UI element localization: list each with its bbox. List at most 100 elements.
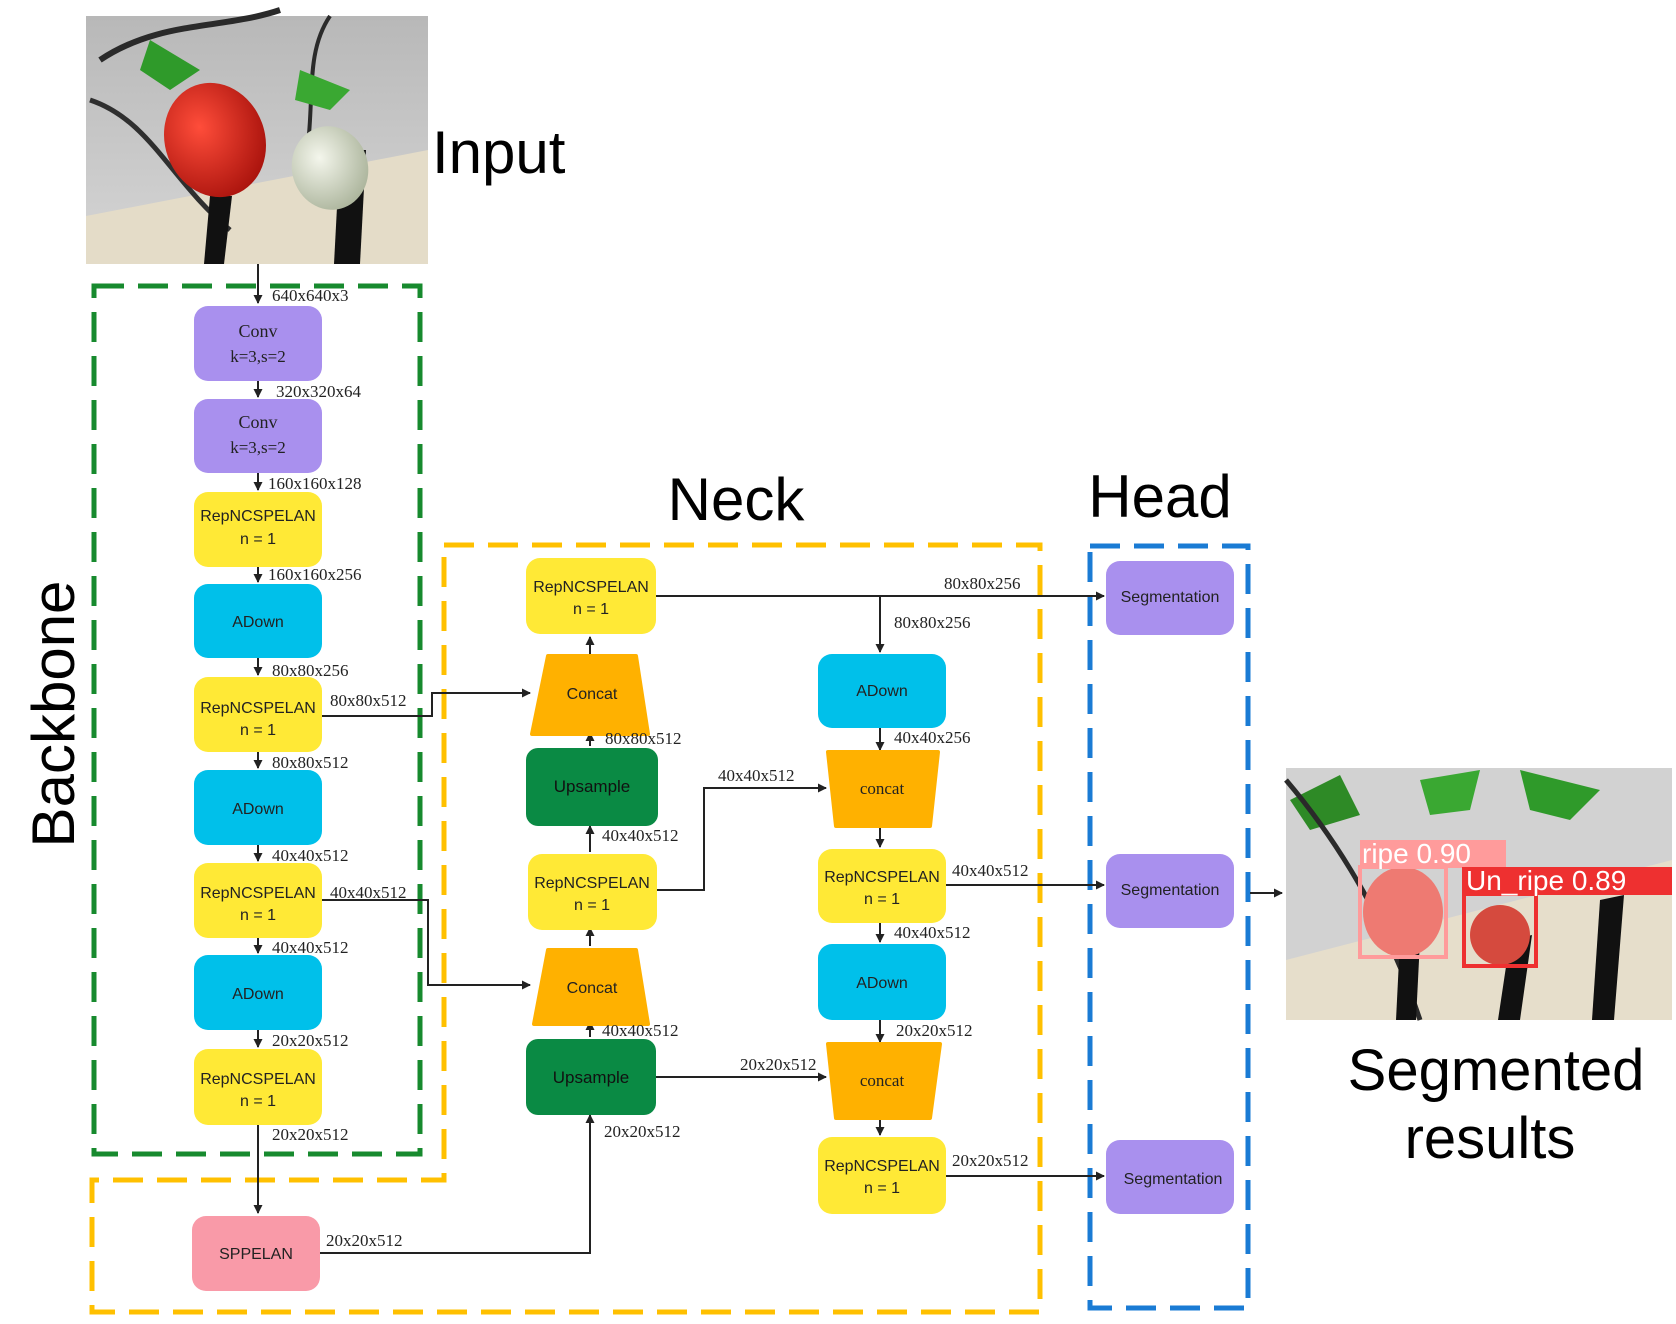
neck-title: Neck [668, 466, 806, 533]
segmented-title-line2: results [1405, 1106, 1576, 1171]
repncspelan-block-2-n: n = 1 [240, 722, 276, 739]
detection-label-unripe: Un_ripe 0.89 [1466, 865, 1626, 896]
repncspelan-block-4-label: RepNCSPELAN [200, 1071, 316, 1088]
input-title: Input [432, 119, 566, 186]
segmentation-block-3-label: Segmentation [1124, 1171, 1223, 1188]
segmented-result-image: ripe 0.90 Un_ripe 0.89 [1284, 768, 1672, 1021]
segmentation-block-1: Segmentation [1106, 561, 1234, 635]
dim-label-neck-rep-mid-out: 40x40x512 [602, 826, 679, 845]
head-border [1087, 543, 1251, 1311]
repncspelan-block-4: RepNCSPELAN n = 1 [194, 1049, 322, 1125]
dim-label-adown3-out: 20x20x512 [272, 1031, 349, 1050]
repncspelan-block-1-label: RepNCSPELAN [200, 508, 316, 525]
dim-label-rep4-out: 20x20x512 [272, 1125, 349, 1144]
input-image [86, 7, 428, 264]
neck-repncspelan-a-n: n = 1 [864, 891, 900, 908]
dim-label-spp-out: 20x20x512 [326, 1231, 403, 1250]
repncspelan-block-1: RepNCSPELAN n = 1 [194, 492, 322, 567]
dim-label-input: 640x640x3 [272, 286, 349, 305]
dim-label-neck-rep-a-down: 40x40x512 [894, 923, 971, 942]
dim-label-neck-adown-a-out: 40x40x256 [894, 728, 971, 747]
segmentation-block-3: Segmentation [1106, 1140, 1234, 1214]
adown-block-1: ADown [194, 584, 322, 658]
dim-label-neck-upsample-top-out: 80x80x512 [605, 729, 682, 748]
neck-upsample-bottom: Upsample [526, 1039, 656, 1115]
sppelan-block: SPPELAN [192, 1216, 320, 1291]
neck-adown-a-label: ADown [856, 683, 908, 700]
head-title: Head [1088, 463, 1231, 530]
neck-concat-a-label: concat [860, 779, 905, 798]
sppelan-block-label: SPPELAN [219, 1246, 293, 1263]
dim-label-rep3-down: 40x40x512 [272, 938, 349, 957]
dim-label-neck-upsample-bottom-side: 20x20x512 [740, 1055, 817, 1074]
dim-label-rep3-side: 40x40x512 [330, 883, 407, 902]
dim-label-neck-spp-in: 20x20x512 [604, 1122, 681, 1141]
neck-adown-b: ADown [818, 944, 946, 1020]
neck-repncspelan-top: RepNCSPELAN n = 1 [526, 558, 656, 634]
conv-block-1-params: k=3,s=2 [230, 347, 286, 366]
neck-repncspelan-top-n: n = 1 [573, 601, 609, 618]
repncspelan-block-2: RepNCSPELAN n = 1 [194, 677, 322, 752]
segmentation-block-2-label: Segmentation [1121, 882, 1220, 899]
adown-block-3-label: ADown [232, 986, 284, 1003]
neck-repncspelan-b-label: RepNCSPELAN [824, 1158, 940, 1175]
adown-block-2-label: ADown [232, 801, 284, 818]
dim-label-neck-upsample-bottom-out: 40x40x512 [602, 1021, 679, 1040]
neck-concat-b-label: concat [860, 1071, 905, 1090]
conv-block-2-label: Conv [238, 412, 277, 432]
connectors [253, 264, 1283, 1254]
backbone-title: Backbone [20, 581, 87, 848]
neck-upsample-top-label: Upsample [554, 777, 631, 796]
repncspelan-block-3-label: RepNCSPELAN [200, 885, 316, 902]
neck-repncspelan-mid-n: n = 1 [574, 897, 610, 914]
neck-concat-top-label: Concat [567, 686, 618, 703]
repncspelan-block-4-n: n = 1 [240, 1093, 276, 1110]
neck-repncspelan-top-label: RepNCSPELAN [533, 579, 649, 596]
neck-repncspelan-b-n: n = 1 [864, 1180, 900, 1197]
adown-block-2: ADown [194, 770, 322, 845]
neck-concat-mid-label: Concat [567, 980, 618, 997]
repncspelan-block-2-label: RepNCSPELAN [200, 700, 316, 717]
dim-label-neck-rep-top-down: 80x80x256 [894, 613, 971, 632]
dim-label-adown1-out: 80x80x256 [272, 661, 349, 680]
dim-label-conv2-out: 160x160x128 [268, 474, 362, 493]
dim-label-neck-rep-b-out: 20x20x512 [952, 1151, 1029, 1170]
segmented-title-line1: Segmented [1348, 1038, 1645, 1103]
neck-adown-b-label: ADown [856, 975, 908, 992]
conv-block-2-params: k=3,s=2 [230, 438, 286, 457]
neck-border [89, 542, 1043, 1315]
repncspelan-block-3: RepNCSPELAN n = 1 [194, 863, 322, 938]
neck-upsample-top: Upsample [526, 748, 658, 826]
neck-upsample-bottom-label: Upsample [553, 1068, 630, 1087]
repncspelan-block-1-n: n = 1 [240, 531, 276, 548]
dim-label-conv1-out: 320x320x64 [276, 382, 362, 401]
conv-block-1: Conv k=3,s=2 [194, 306, 322, 381]
neck-repncspelan-a: RepNCSPELAN n = 1 [818, 849, 946, 923]
dim-label-neck-rep-a-out: 40x40x512 [952, 861, 1029, 880]
neck-repncspelan-mid: RepNCSPELAN n = 1 [528, 854, 657, 930]
neck-adown-a: ADown [818, 654, 946, 728]
conv-block-1-label: Conv [238, 321, 277, 341]
adown-block-3: ADown [194, 955, 322, 1030]
backbone-border [91, 283, 423, 1157]
detection-label-ripe: ripe 0.90 [1362, 838, 1471, 869]
dim-label-neck-adown-b-out: 20x20x512 [896, 1021, 973, 1040]
segmentation-block-1-label: Segmentation [1121, 589, 1220, 606]
dim-label-rep2-down: 80x80x512 [272, 753, 349, 772]
neck-repncspelan-b: RepNCSPELAN n = 1 [818, 1137, 946, 1214]
neck-concat-top: Concat [530, 654, 650, 736]
dim-label-rep2-side: 80x80x512 [330, 691, 407, 710]
dim-label-adown2-out: 40x40x512 [272, 846, 349, 865]
neck-concat-mid: Concat [532, 948, 650, 1026]
dim-label-neck-rep-top-out: 80x80x256 [944, 574, 1021, 593]
neck-concat-b: concat [826, 1042, 942, 1120]
neck-repncspelan-a-label: RepNCSPELAN [824, 869, 940, 886]
neck-concat-a: concat [826, 750, 940, 828]
adown-block-1-label: ADown [232, 614, 284, 631]
segmentation-block-2: Segmentation [1106, 854, 1234, 928]
dim-label-rep1-out: 160x160x256 [268, 565, 362, 584]
repncspelan-block-3-n: n = 1 [240, 907, 276, 924]
conv-block-2: Conv k=3,s=2 [194, 399, 322, 473]
dim-label-neck-rep-mid-side: 40x40x512 [718, 766, 795, 785]
